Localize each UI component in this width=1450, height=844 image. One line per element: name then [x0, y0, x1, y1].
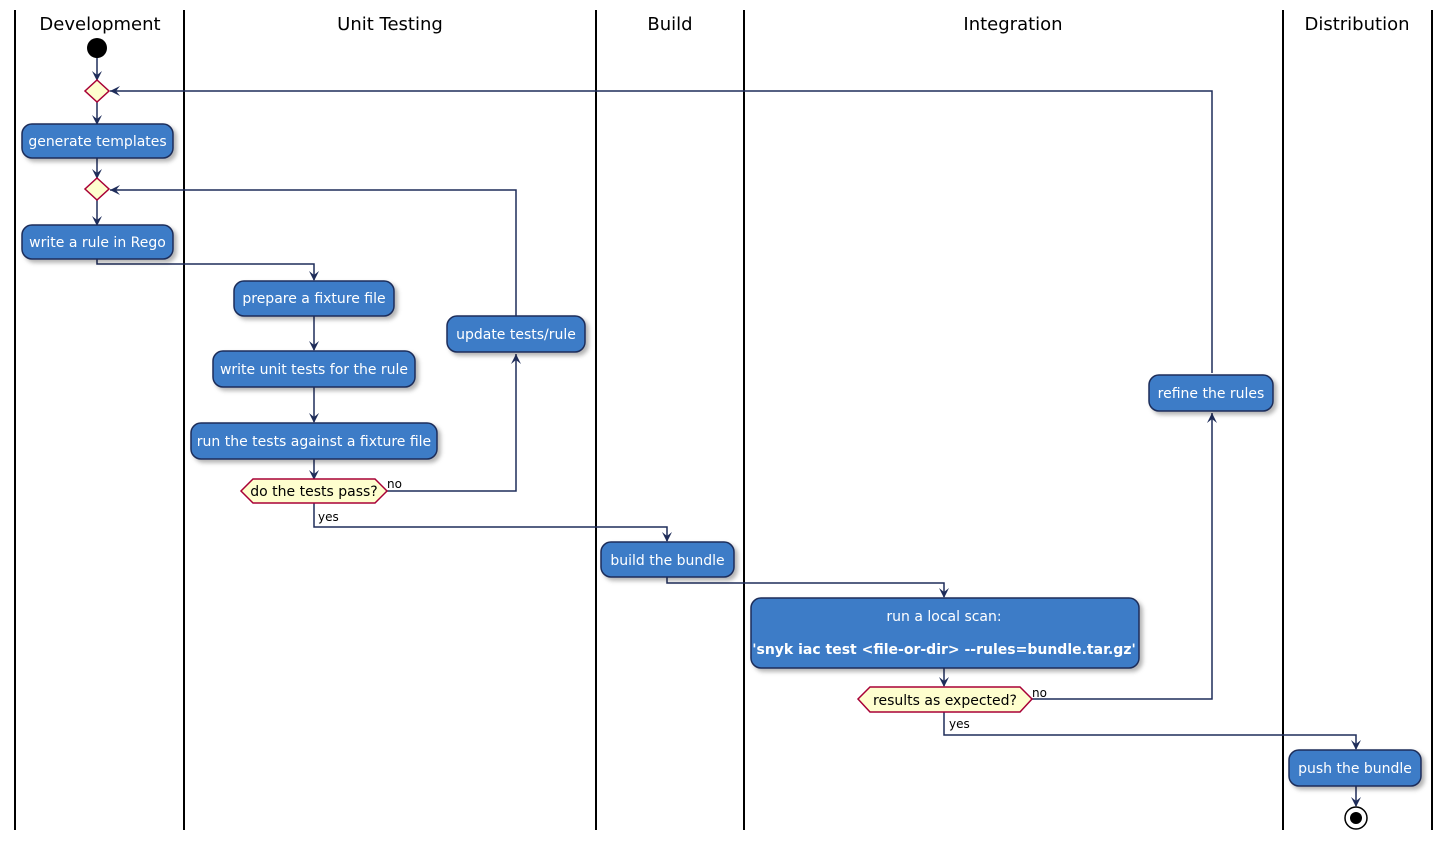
arrowhead [92, 115, 102, 125]
arrowhead [92, 169, 102, 179]
activity-label: refine the rules [1158, 386, 1265, 402]
guard-tests-yes: yes [318, 510, 339, 524]
activity-label: run the tests against a fixture file [197, 434, 431, 450]
edge-results-no-to-refine [1032, 413, 1213, 700]
arrowheads [92, 71, 1361, 807]
activity-label: write a rule in Rego [29, 235, 166, 251]
activity-refine-rules: refine the rules [1148, 374, 1274, 412]
lane-title-distribution: Distribution [1304, 14, 1409, 35]
start-node [87, 38, 107, 58]
swimlane-dividers [14, 10, 1433, 830]
activity-write-unit-tests: write unit tests for the rule [212, 350, 416, 388]
arrowhead [939, 677, 949, 687]
arrowhead [939, 588, 949, 598]
guard-results-no: no [1032, 686, 1047, 700]
arrowhead [1207, 413, 1217, 423]
edge-decision-no-to-update [387, 354, 517, 492]
decision-label: results as expected? [873, 693, 1017, 709]
edge-update-to-merge2 [110, 189, 517, 316]
lane-title-development: Development [39, 14, 160, 35]
activity-label: write unit tests for the rule [220, 362, 408, 378]
activity-label: prepare a fixture file [242, 291, 385, 307]
arrowhead [309, 271, 319, 281]
arrowhead [110, 185, 120, 195]
arrowhead [662, 532, 672, 542]
merge-diamond-outer [83, 78, 111, 104]
decision-tests-pass: do the tests pass? [239, 478, 389, 504]
edge-write-rule-to-prepare [96, 259, 315, 280]
lane-title-build: Build [647, 14, 692, 35]
activity-write-rule: write a rule in Rego [21, 224, 174, 260]
activity-generate-templates: generate templates [21, 123, 174, 159]
edge-refine-to-merge1 [110, 90, 1213, 373]
guard-tests-no: no [387, 477, 402, 491]
arrowhead [1351, 740, 1361, 750]
activity-push-bundle: push the bundle [1288, 749, 1422, 787]
arrowhead [309, 341, 319, 351]
edge-decision-yes-to-build [313, 503, 668, 541]
arrowhead [92, 71, 102, 81]
arrowhead [309, 470, 319, 480]
activity-run-tests: run the tests against a fixture file [190, 422, 438, 460]
activity-label-line1: run a local scan: [886, 609, 1001, 625]
guard-results-yes: yes [949, 717, 970, 731]
activity-label: push the bundle [1298, 761, 1412, 777]
activity-label: update tests/rule [456, 327, 576, 343]
arrowhead [511, 354, 521, 364]
activity-label-line2: 'snyk iac test <file-or-dir> --rules=bun… [752, 642, 1136, 658]
arrowhead [1351, 797, 1361, 807]
activity-build-bundle: build the bundle [600, 541, 735, 578]
arrowhead [92, 216, 102, 226]
activity-prepare-fixture: prepare a fixture file [233, 280, 395, 317]
edge-build-to-scan [666, 577, 945, 597]
lane-title-integration: Integration [963, 14, 1062, 35]
arrowhead [110, 86, 120, 96]
merge-diamond-inner [83, 176, 111, 202]
activity-label: generate templates [28, 134, 166, 150]
decision-label: do the tests pass? [250, 484, 377, 500]
lane-title-unit-testing: Unit Testing [337, 14, 443, 35]
activity-update-tests: update tests/rule [446, 315, 586, 353]
decision-results-expected: results as expected? [856, 686, 1034, 713]
end-node [1344, 806, 1368, 830]
arrowhead [309, 413, 319, 423]
activity-local-scan: run a local scan: 'snyk iac test <file-o… [750, 597, 1140, 669]
activity-label: build the bundle [610, 553, 724, 569]
edge-results-yes-to-push [943, 712, 1357, 749]
